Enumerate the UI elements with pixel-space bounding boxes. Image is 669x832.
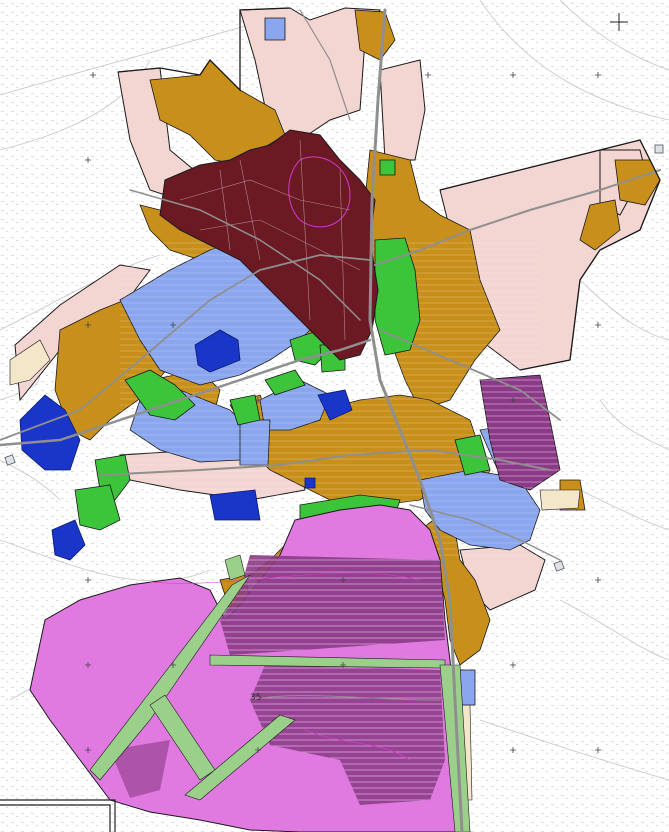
green-buffer-corridors: [89, 554, 471, 832]
frame-corner-icon: [0, 799, 116, 832]
road-end-markers: [4, 144, 664, 572]
road-network: [0, 8, 661, 832]
historic-centre: [159, 129, 379, 361]
grid-cross-markers: [85, 72, 601, 753]
green-space-zones: [74, 159, 491, 556]
north-cross-icon: [610, 13, 628, 31]
plan-boundary: [117, 7, 661, 371]
zone-number-label: 35: [250, 693, 261, 703]
public-facilities-dark-zones: [19, 329, 353, 561]
industrial-zone: [29, 374, 561, 832]
